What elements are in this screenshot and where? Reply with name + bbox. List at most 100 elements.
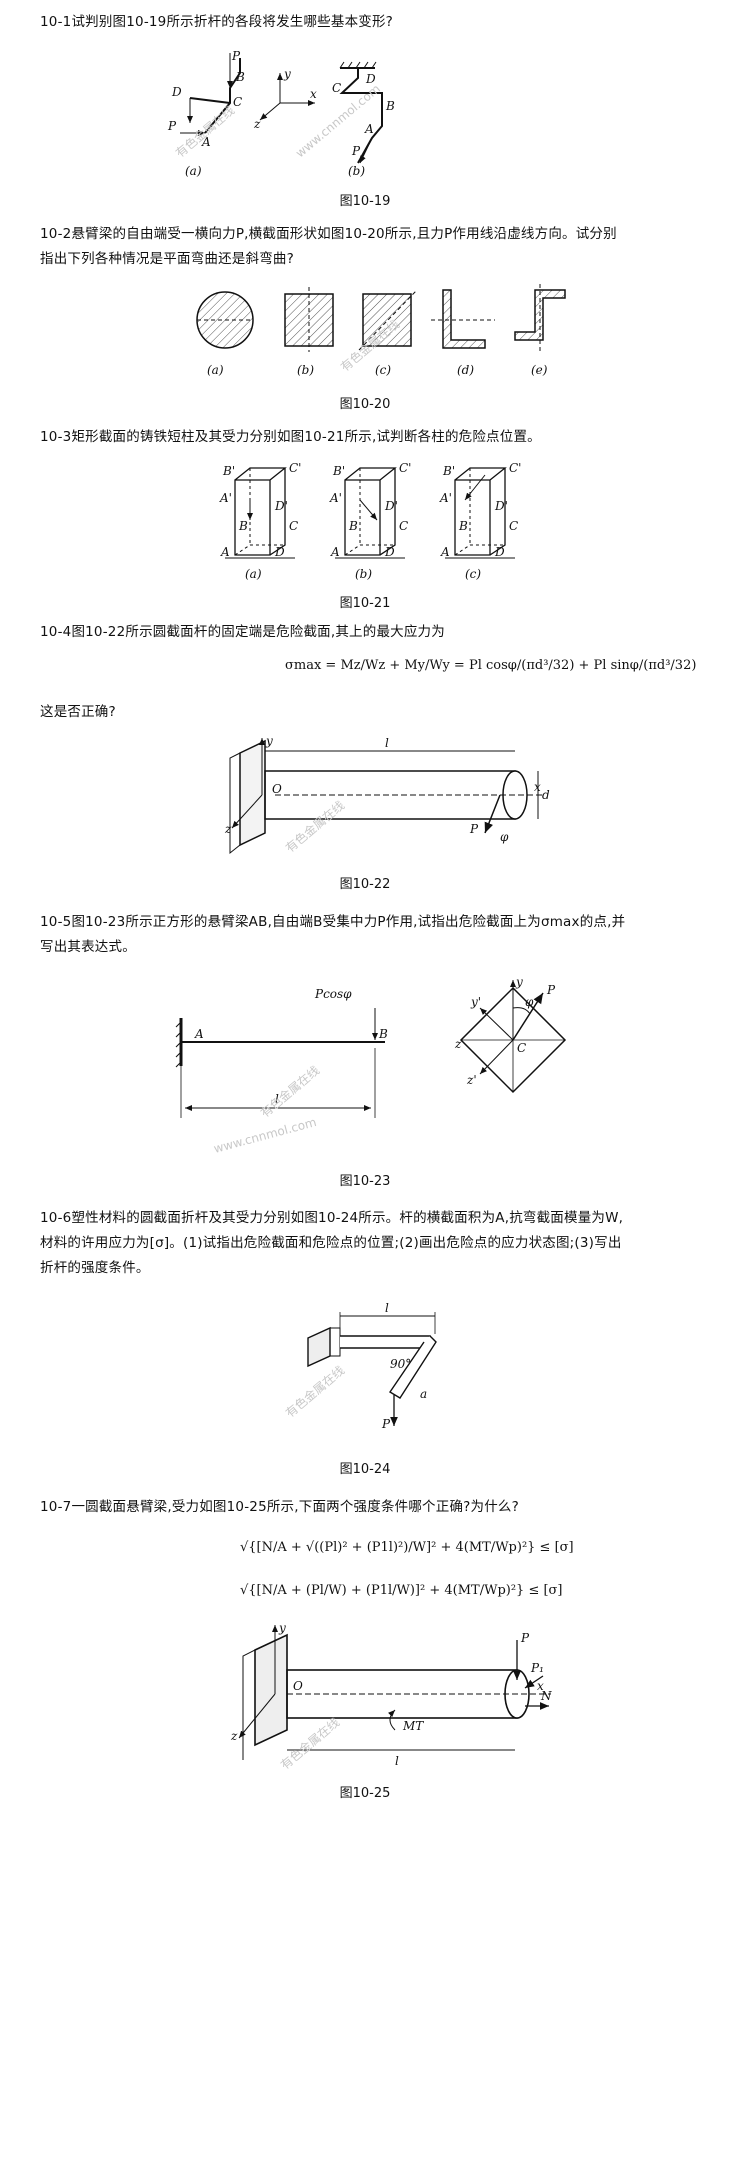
f25-label-x: x (537, 1679, 544, 1693)
f21b-label-B: B (348, 519, 358, 533)
f21c-label-B: B (458, 519, 468, 533)
f23-label-phi: φ (525, 995, 534, 1009)
problem-10-6-text-line2: 材料的许用应力为[σ]。(1)试指出危险截面和危险点的位置;(2)画出危险点的应… (40, 1235, 622, 1251)
f19-label-A: A (201, 135, 211, 149)
f22-label-d: d (542, 788, 550, 802)
f19-label-B: B (235, 70, 245, 84)
f21a-label-D: D (274, 545, 285, 559)
f21b-label-Cp: C' (399, 461, 411, 475)
f21b-label-Dp: D' (384, 499, 398, 513)
f22-label-P: P (469, 822, 479, 836)
f21c-label-C: C (509, 519, 518, 533)
f23-label-C: C (517, 1041, 526, 1055)
f21a-label-B: B (238, 519, 248, 533)
f21a-label-C: C (289, 519, 298, 533)
f22-label-y: y (265, 734, 273, 748)
figure-10-23: Pcosφ A B l y φ P y' C z z' 有色金属在线 www.c… (175, 975, 567, 1156)
f20-label-c: (c) (375, 363, 391, 377)
f19-axis-y: y (283, 67, 291, 81)
f25-label-y: y (278, 1621, 286, 1635)
problem-10-7-text: 10-7一圆截面悬臂梁,受力如图10-25所示,下面两个强度条件哪个正确?为什么… (40, 1499, 519, 1515)
figure-10-21: B' C' A' D' B C A D B' C' A' D' B C A D … (219, 461, 521, 581)
f21a-label-A: A (220, 545, 230, 559)
caption-10-25: 图10-25 (339, 1786, 391, 1801)
f22-label-O: O (272, 782, 282, 796)
f21b-label-Ap: A' (329, 491, 342, 505)
caption-10-23: 图10-23 (339, 1174, 391, 1189)
f24-label-P: P (381, 1417, 391, 1431)
f23-label-B: B (378, 1027, 388, 1041)
f21c-label-Cp: C' (509, 461, 521, 475)
problem-10-4-question: 这是否正确? (40, 704, 116, 720)
f22-label-z: z (224, 822, 232, 836)
f21-label-c: (c) (465, 567, 481, 581)
problem-10-4-text: 10-4图10-22所示圆截面杆的固定端是危险截面,其上的最大应力为 (40, 624, 445, 640)
f20-label-e: (e) (531, 363, 548, 377)
f19b-label-P: P (351, 144, 361, 158)
figure-10-25: y P P₁ N O MT x z l 有色金属在线 (230, 1621, 552, 1772)
problem-10-2-text-line2: 指出下列各种情况是平面弯曲还是斜弯曲? (40, 251, 294, 267)
watermark-cn-5: 有色金属在线 (282, 1363, 347, 1421)
caption-10-24: 图10-24 (339, 1462, 391, 1477)
f21c-label-Dp: D' (494, 499, 508, 513)
problem-10-7-formula-1: √{[N/A + √((Pl)² + (P1l)²)/W]² + 4(MT/Wp… (240, 1540, 574, 1555)
figure-10-22: y l O x d z P φ 有色金属在线 (224, 734, 550, 856)
caption-10-20: 图10-20 (339, 397, 391, 412)
f23-label-zp: z' (466, 1073, 477, 1087)
f20-label-b: (b) (297, 363, 314, 377)
f19-axis-x: x (310, 87, 317, 101)
problem-10-6-text-line1: 10-6塑性材料的圆截面折杆及其受力分别如图10-24所示。杆的横截面积为A,抗… (40, 1210, 624, 1226)
caption-10-22: 图10-22 (339, 877, 391, 892)
f23-label-yp: y' (470, 995, 481, 1009)
f23-label-pcos: Pcosφ (314, 987, 352, 1001)
f21a-label-Bp: B' (222, 464, 235, 478)
f21c-label-D: D (494, 545, 505, 559)
f21b-label-C: C (399, 519, 408, 533)
f21a-label-Dp: D' (274, 499, 288, 513)
f19-label-P-top: P (231, 49, 241, 63)
problem-10-5-text-line1: 10-5图10-23所示正方形的悬臂梁AB,自由端B受集中力P作用,试指出危险截… (40, 914, 626, 930)
f23-label-z: z (454, 1037, 462, 1051)
f19-label-P-left: P (167, 119, 177, 133)
f25-label-P1: P₁ (530, 1661, 544, 1675)
watermark-cn: 有色金属在线 (172, 103, 237, 161)
figure-10-24: l 90° a P 有色金属在线 (282, 1301, 437, 1431)
f24-label-l: l (385, 1301, 389, 1315)
problem-10-4-formula: σmax = Mz/Wz + My/Wy = Pl cosφ/(πd³/32) … (285, 658, 697, 673)
f19b-label-A: A (364, 122, 374, 136)
f19-axis-z: z (253, 117, 261, 131)
f22-label-l: l (385, 736, 389, 750)
f25-label-l: l (395, 1754, 399, 1768)
problem-10-2-text-line1: 10-2悬臂梁的自由端受一横向力P,横截面形状如图10-20所示,且力P作用线沿… (40, 226, 617, 242)
watermark-url-2: www.cnnmol.com (212, 1115, 318, 1156)
f21-label-b: (b) (355, 567, 372, 581)
f25-label-MT: MT (402, 1719, 424, 1733)
f25-label-P: P (520, 1631, 530, 1645)
f19-label-a: (a) (185, 164, 202, 178)
f20-label-a: (a) (207, 363, 224, 377)
f22-label-x: x (534, 780, 541, 794)
problem-10-7-formula-2: √{[N/A + (Pl/W) + (P1l/W)]² + 4(MT/Wp)²}… (240, 1583, 563, 1598)
f21a-label-Cp: C' (289, 461, 301, 475)
f19b-label-D: D (365, 72, 376, 86)
f19-label-b: (b) (348, 164, 365, 178)
watermark-cn-3: 有色金属在线 (282, 798, 347, 856)
f21b-label-A: A (330, 545, 340, 559)
f21c-label-Ap: A' (439, 491, 452, 505)
f23-label-A: A (194, 1027, 204, 1041)
f22-label-phi: φ (500, 830, 509, 844)
f21b-label-D: D (384, 545, 395, 559)
problem-10-6-text-line3: 折杆的强度条件。 (40, 1260, 150, 1276)
f19-label-C: C (233, 95, 242, 109)
f23-label-y: y (515, 975, 523, 989)
f25-label-O: O (293, 1679, 303, 1693)
f25-label-z: z (230, 1729, 238, 1743)
f19b-label-B: B (385, 99, 395, 113)
caption-10-19: 图10-19 (339, 194, 391, 209)
figure-10-19: P B C D A P (a) y x z D C B A P (b) 有色金属… (167, 49, 395, 178)
f24-label-a: a (420, 1387, 427, 1401)
caption-10-21: 图10-21 (339, 596, 391, 611)
f21c-label-Bp: B' (442, 464, 455, 478)
f21-label-a: (a) (245, 567, 262, 581)
watermark-cn-4: 有色金属在线 (257, 1063, 322, 1121)
